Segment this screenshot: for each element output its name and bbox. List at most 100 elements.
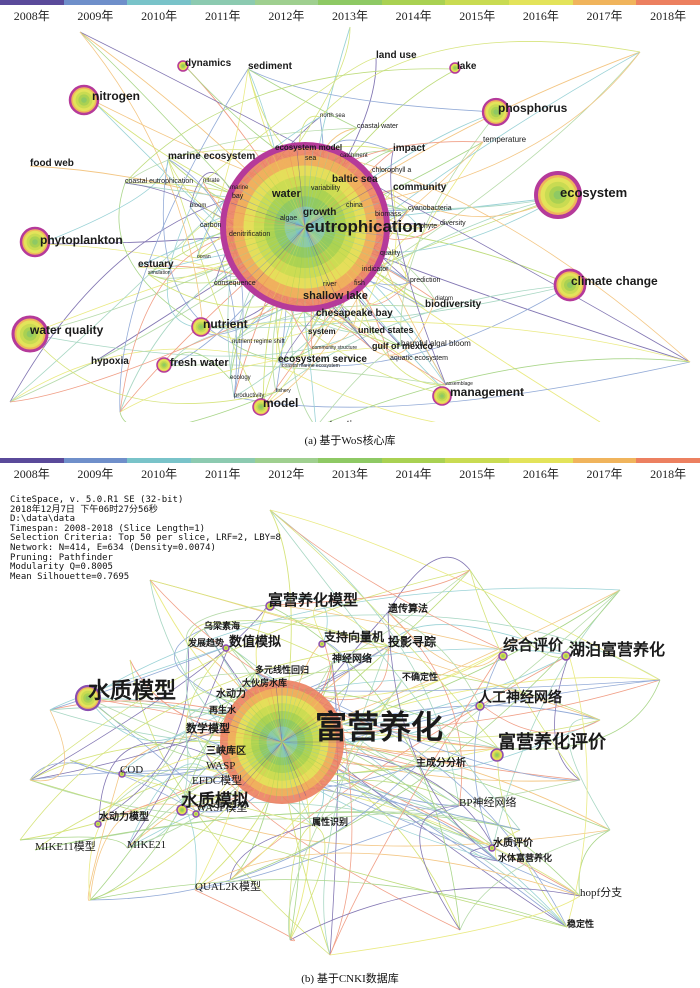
edge (162, 158, 233, 344)
node-outline (498, 651, 508, 661)
hub-spoke (258, 163, 306, 228)
label-layer: 富营养化水质模型富营养化评价湖泊富营养化综合评价富营养化模型水质模拟人工神经网络… (35, 591, 665, 929)
hub-spoke (228, 741, 283, 767)
hub-spoke (304, 202, 380, 228)
node-ring (565, 655, 567, 657)
node-outline (481, 97, 511, 127)
node-label: lake (457, 61, 477, 72)
hub-spoke (304, 226, 358, 286)
edge (167, 158, 264, 408)
node-水质评价[interactable] (488, 844, 496, 852)
node-label: WASP (206, 760, 235, 772)
node-label: WASP模型 (196, 800, 247, 814)
node-富营养化评价[interactable] (490, 748, 504, 762)
edge (269, 509, 499, 749)
edge (568, 718, 611, 831)
hub-spoke (304, 226, 380, 252)
edge (269, 509, 460, 807)
hub-spoke (281, 684, 295, 743)
node-label: simulation (148, 270, 171, 276)
timeline-swatch (127, 0, 192, 5)
node-nutrient[interactable] (191, 317, 211, 337)
node-lake[interactable] (449, 62, 461, 74)
node-label: impact (393, 143, 426, 154)
hub-spoke (230, 712, 283, 743)
node-label: nitrogen (92, 89, 140, 103)
timeline-year-label: 2016年 (522, 467, 559, 481)
hub-spoke (237, 226, 306, 267)
node-outline (432, 386, 452, 406)
node-outline (553, 268, 587, 302)
node-nitrogen[interactable] (68, 84, 100, 116)
node-label: growth (303, 207, 336, 218)
node-label: diatom (435, 296, 453, 302)
hub-spoke (281, 741, 330, 777)
node-label: system (308, 327, 336, 336)
node-label: 人工神经网络 (478, 689, 562, 706)
timeline-swatch (0, 458, 65, 463)
timeline-year-label: 2017年 (586, 467, 623, 481)
node-ring (121, 773, 123, 775)
node-label: fish (354, 280, 365, 287)
node-label: denitrification (229, 231, 270, 238)
timeline-year-label: 2012年 (268, 467, 305, 481)
node-model[interactable] (252, 398, 270, 416)
node-COD[interactable] (118, 770, 126, 778)
node-label: eutrophication (305, 217, 423, 236)
node-layer (11, 60, 587, 416)
hub-spoke (225, 741, 283, 761)
node-phytoplankton[interactable] (19, 226, 51, 258)
node-outline (177, 60, 189, 72)
node-富营养化模型[interactable] (265, 601, 275, 611)
timeline-year-label: 2013年 (331, 9, 368, 23)
node-数值模拟[interactable] (222, 644, 230, 652)
hub-spoke (281, 729, 340, 743)
node-label: biodiversity (425, 299, 482, 310)
edge (387, 556, 471, 613)
node-outline (222, 644, 230, 652)
node-phosphorus[interactable] (481, 97, 511, 127)
node-fresh-water[interactable] (156, 357, 172, 373)
node-水质模拟[interactable] (176, 804, 188, 816)
node-人工神经网络[interactable] (475, 701, 485, 711)
node-label: land use (376, 50, 417, 61)
node-label: ocean (197, 254, 211, 260)
edge (89, 879, 568, 928)
node-label: aquatic ecosystem (390, 355, 448, 362)
node-ecosystem[interactable] (534, 171, 582, 219)
edge (247, 68, 358, 129)
caption-a: (a) 基于WoS核心库 (304, 435, 396, 447)
edge (339, 156, 691, 363)
node-label: 富营养化模型 (268, 591, 358, 609)
edge (149, 579, 389, 647)
node-水质模型[interactable] (74, 684, 102, 712)
node-湖泊富营养化[interactable] (561, 651, 571, 661)
node-水动力模型[interactable] (94, 820, 102, 828)
info-line: Network: N=414, E=634 (Density=0.0074) (10, 542, 216, 553)
node-climate-change[interactable] (553, 268, 587, 302)
hub-spoke (233, 195, 306, 228)
node-outline (19, 226, 51, 258)
node-ring (493, 109, 499, 115)
node-label: biomass (375, 211, 402, 218)
node-label: marine (230, 185, 249, 191)
node-water-quality[interactable] (11, 315, 49, 353)
hub-spoke (281, 741, 301, 799)
node-ring (182, 65, 184, 67)
node-management[interactable] (432, 386, 452, 406)
node-综合评价[interactable] (498, 651, 508, 661)
hub-node-eutrophication[interactable] (220, 142, 390, 312)
hub-spoke (228, 717, 283, 743)
node-WASP模型[interactable] (192, 810, 200, 818)
edge (329, 895, 581, 956)
edge (98, 742, 207, 821)
hub-spoke (304, 226, 330, 302)
hub-node-富营养化[interactable] (220, 680, 344, 804)
edge (49, 645, 230, 711)
timeline-year-label: 2015年 (459, 467, 496, 481)
node-支持向量机[interactable] (318, 640, 326, 648)
edge (9, 197, 233, 403)
hub-spoke (304, 149, 314, 228)
node-ring (97, 823, 99, 825)
node-dynamics[interactable] (177, 60, 189, 72)
